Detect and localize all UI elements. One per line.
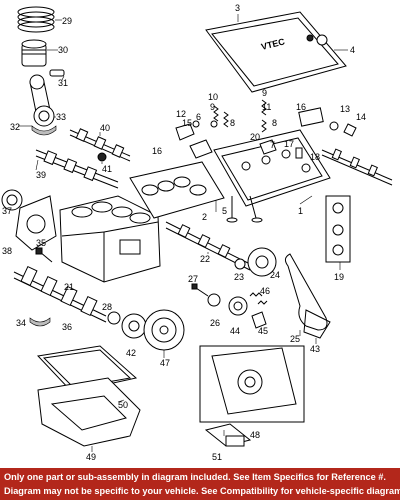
callout-18: 18 [310, 152, 320, 162]
callout-16b: 16 [296, 102, 306, 112]
callout-37: 37 [2, 206, 12, 216]
cam-holder [298, 107, 357, 137]
tensioner-pulley [228, 296, 248, 316]
callout-39: 39 [36, 170, 46, 180]
main-bearing [29, 317, 51, 327]
timing-belt [284, 253, 328, 331]
engine-exploded-diagram: VTEC [1, 3, 393, 462]
callout-30: 30 [58, 45, 68, 55]
callout-19: 19 [334, 272, 344, 282]
callout-labels: 29 30 31 32 33 40 41 39 37 38 35 21 36 3… [2, 3, 366, 462]
callout-29: 29 [62, 16, 72, 26]
callout-42: 42 [126, 348, 136, 358]
callout-22: 22 [200, 254, 210, 264]
callout-32: 32 [10, 122, 20, 132]
callout-20: 20 [250, 132, 260, 142]
valves [226, 195, 263, 223]
cam-pulley [247, 247, 277, 277]
callout-45: 45 [258, 326, 268, 336]
callout-41: 41 [102, 164, 112, 174]
callout-17: 17 [284, 139, 294, 149]
timing-gear [207, 293, 221, 307]
callout-10: 10 [208, 92, 218, 102]
callout-16a: 16 [152, 146, 162, 156]
callout-12: 12 [176, 109, 186, 119]
callout-8: 8 [272, 118, 277, 128]
callout-40: 40 [100, 123, 110, 133]
crank-bolt [191, 283, 209, 297]
front-case [15, 195, 57, 251]
rod-bearings [31, 125, 57, 136]
callout-34: 34 [16, 318, 26, 328]
callout-38: 38 [2, 246, 12, 256]
callout-51: 51 [212, 452, 222, 462]
crank-pulley [143, 309, 185, 351]
callout-5: 5 [222, 206, 227, 216]
tensioner-spring [249, 292, 268, 305]
piston [21, 39, 47, 67]
shaft-seal [234, 258, 246, 270]
callout-36: 36 [62, 322, 72, 332]
block-bolt [35, 247, 53, 263]
callout-49: 49 [86, 452, 96, 462]
leader-lines [18, 14, 348, 452]
rocker-arms [175, 123, 277, 159]
valve-cover: VTEC [205, 11, 347, 93]
oil-seal [1, 189, 23, 211]
callout-26: 26 [210, 318, 220, 328]
piston-rings [17, 6, 55, 33]
crank-timing-pulley [121, 313, 147, 339]
callout-27: 27 [188, 274, 198, 284]
callout-11: 11 [262, 102, 271, 112]
callout-44: 44 [230, 326, 240, 336]
callout-21: 21 [64, 282, 74, 292]
intermediate-shaft [165, 221, 251, 271]
callout-25: 25 [290, 334, 300, 344]
rocker-shaft-upper [69, 128, 131, 162]
timing-tensioner [325, 195, 351, 263]
callout-13: 13 [340, 104, 350, 114]
connecting-rod [29, 74, 55, 127]
tensioner-bracket [251, 311, 267, 329]
drive-belt [303, 309, 331, 339]
rocker-shaft-lower [35, 149, 119, 189]
callout-4: 4 [350, 45, 355, 55]
oil-pump [199, 345, 305, 423]
callout-2: 2 [202, 212, 207, 222]
callout-8b: 8 [230, 118, 235, 128]
disclaimer-line-2: Diagram may not be specific to your vehi… [4, 486, 400, 496]
crank-gear [107, 311, 121, 325]
dowel-pin [295, 147, 303, 159]
valve-springs [192, 99, 267, 133]
callout-14: 14 [356, 112, 366, 122]
crankshaft [13, 265, 107, 323]
callout-23: 23 [234, 272, 244, 282]
oil-pan-gasket [36, 345, 138, 393]
piston-pin [49, 69, 65, 77]
callout-43: 43 [310, 344, 320, 354]
callout-47: 47 [160, 358, 170, 368]
head-camshaft [321, 148, 393, 186]
callout-3: 3 [235, 3, 240, 13]
oil-pan [37, 377, 141, 447]
callout-46: 46 [260, 286, 270, 296]
oil-pickup [204, 423, 252, 447]
callout-28: 28 [102, 302, 112, 312]
cylinder-block [59, 195, 161, 283]
callout-6: 6 [196, 112, 201, 122]
callout-9: 9 [210, 102, 215, 112]
callout-1: 1 [298, 206, 303, 216]
head-gasket [129, 161, 225, 219]
callout-50: 50 [118, 400, 128, 410]
callout-33: 33 [56, 112, 66, 122]
callout-9b: 9 [262, 88, 267, 98]
callout-35: 35 [36, 238, 46, 248]
disclaimer-banner: Only one part or sub-assembly in diagram… [0, 468, 400, 500]
callout-31: 31 [58, 78, 68, 88]
callout-7: 7 [270, 140, 275, 150]
callout-15: 15 [182, 118, 192, 128]
callout-48: 48 [250, 430, 260, 440]
callout-24: 24 [270, 270, 280, 280]
disclaimer-line-1: Only one part or sub-assembly in diagram… [4, 472, 386, 482]
